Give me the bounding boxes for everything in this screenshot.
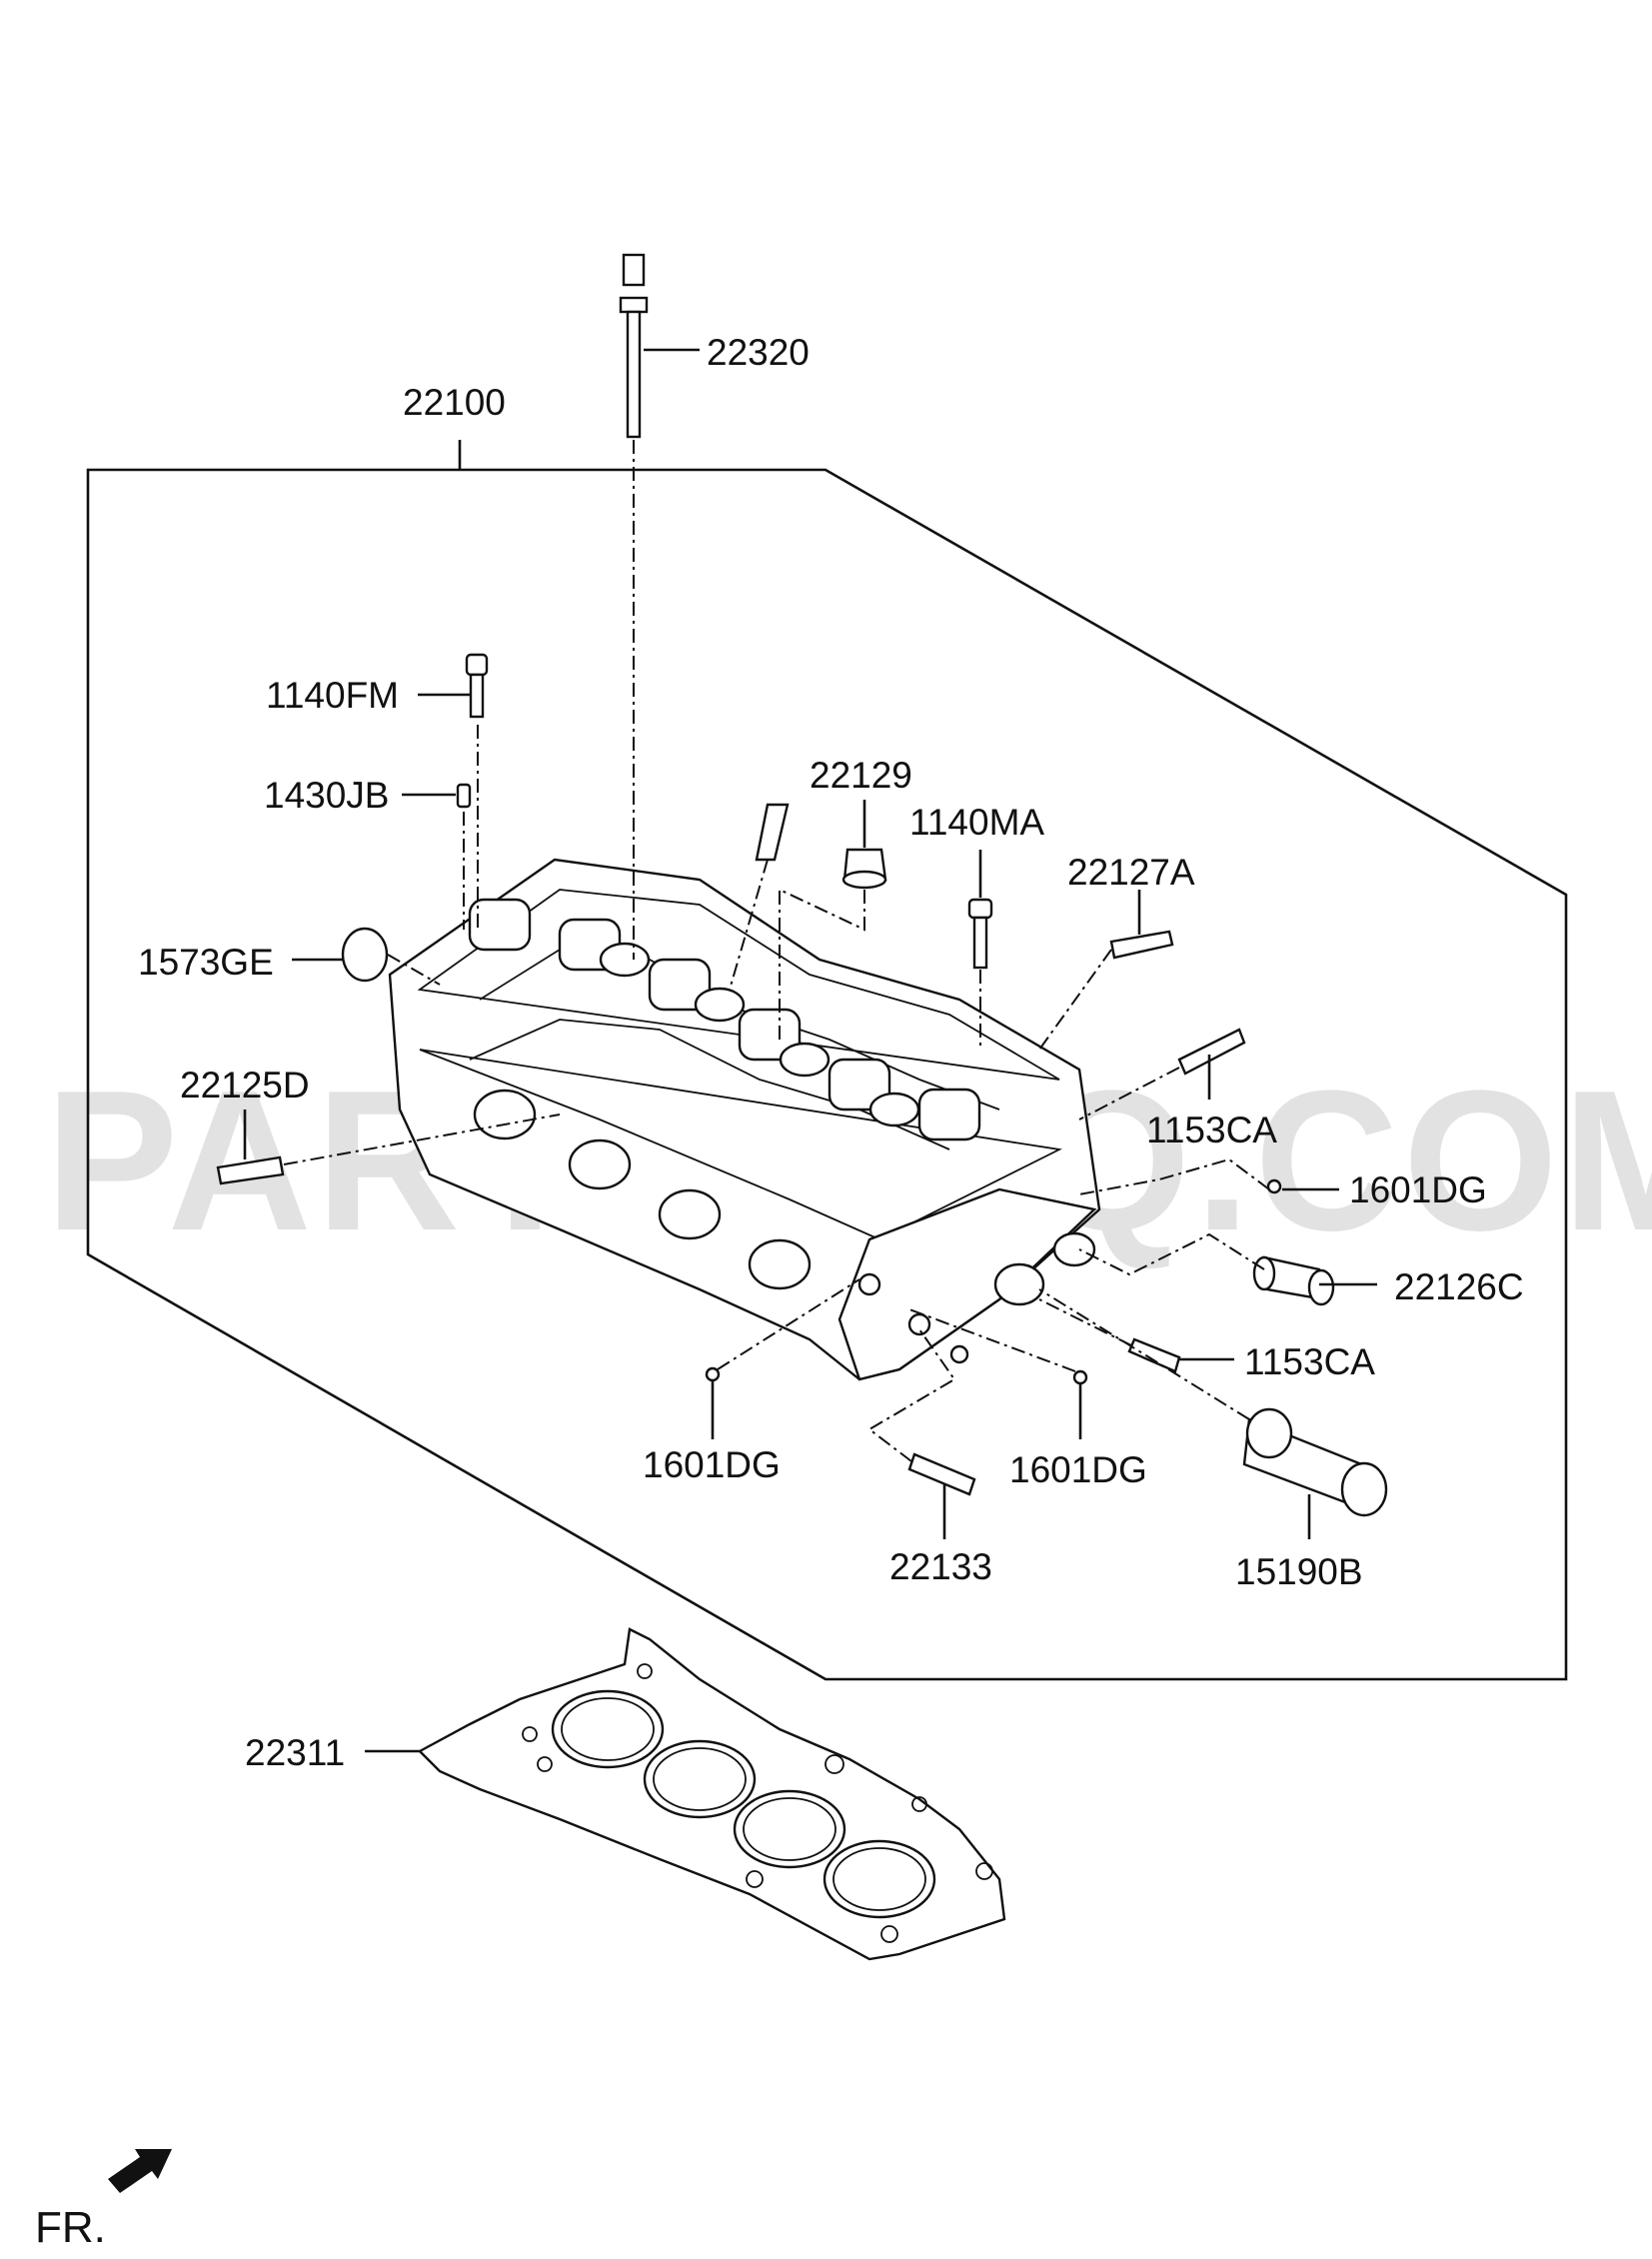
head-gasket-22311 [418,1627,1006,1961]
label-22125D: 22125D [180,1065,310,1106]
dash-22129 [779,888,865,1040]
cylinder-head [388,858,1101,1381]
stud-22125D [216,1155,285,1185]
sleeve-22129-upper [755,803,790,862]
label-1153CA-top: 1153CA [1146,1110,1277,1150]
dash-1153CA-bottom [1038,1298,1132,1346]
dowel-22133 [907,1452,976,1496]
label-22100: 22100 [403,382,506,423]
label-22127A: 22127A [1067,852,1195,893]
label-22320: 22320 [707,332,810,373]
bolt-1140FM [465,653,489,719]
pin-1430JB [456,783,472,809]
dash-22126C [1078,1232,1265,1276]
assembly-boundary [86,468,1568,1681]
front-direction-arrow-icon [108,2149,172,2193]
label-22129: 22129 [810,755,912,796]
dash-1601DG-mid [908,1308,1076,1372]
bolt-1140MA [967,898,993,970]
label-22126C: 22126C [1394,1266,1524,1307]
label-22133: 22133 [889,1546,992,1587]
label-1573GE: 1573GE [138,942,274,983]
front-direction-label: FR. [35,2203,106,2252]
ball-1601DG-mid [1072,1369,1088,1385]
label-22311: 22311 [245,1732,345,1773]
sleeve-15190B [1242,1407,1388,1517]
label-1153CA-bottom: 1153CA [1244,1341,1375,1382]
plug-1573GE [341,927,389,983]
label-1140MA: 1140MA [909,802,1044,843]
dash-1153CA-top [1078,1067,1180,1121]
dash-22125D [283,1114,561,1165]
label-1601DG-mid: 1601DG [1009,1449,1147,1490]
ball-1601DG-right [1266,1178,1282,1194]
dash-1601DG-left [717,1278,860,1370]
plug-22129 [841,848,887,890]
label-1140FM: 1140FM [266,675,399,716]
ball-1601DG-left [705,1366,721,1382]
label-1430JB: 1430JB [264,775,390,816]
dash-22127A [1038,949,1112,1051]
stud-1153CA-bottom [1127,1337,1181,1373]
dash-1601DG-right [1078,1157,1270,1195]
stud-22127A [1109,930,1174,960]
dash-1573GE [387,954,441,986]
stud-1153CA-top [1177,1028,1246,1076]
label-1601DG-left: 1601DG [643,1444,781,1485]
label-15190B: 15190B [1235,1551,1363,1592]
label-1601DG-right: 1601DG [1349,1169,1487,1210]
dash-22133 [867,1328,956,1462]
head-bolt-22320 [619,253,649,439]
dash-sleeve [729,859,769,991]
